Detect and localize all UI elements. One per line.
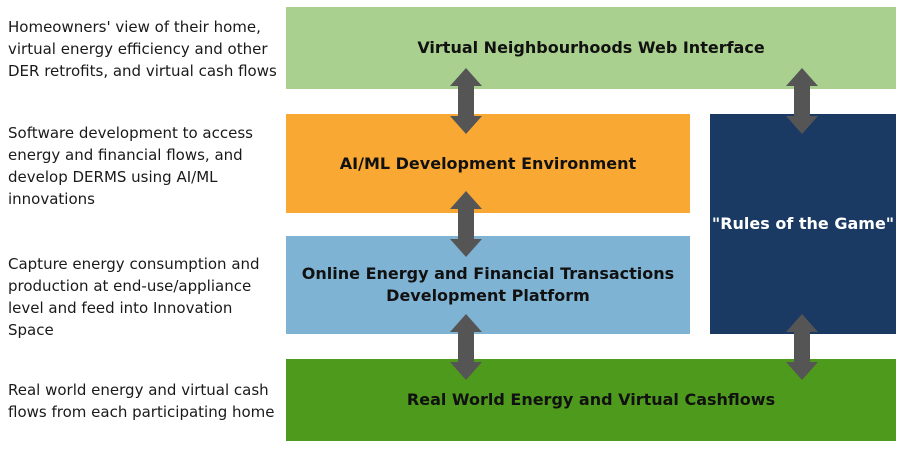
web-interface-box: Virtual Neighbourhoods Web Interface [286,7,896,89]
description-real-world: Real world energy and virtual cash flows… [8,381,275,421]
description-aiml: Software development to access energy an… [8,124,253,208]
description-web-interface: Homeowners' view of their home, virtual … [8,18,277,80]
description-platform: Capture energy consumption and productio… [8,255,260,339]
real-world-cashflows-box: Real World Energy and Virtual Cashflows [286,359,896,441]
transactions-platform-box: Online Energy and Financial Transactions… [286,236,690,334]
aiml-environment-box: AI/ML Development Environment [286,114,690,213]
rules-of-the-game-box: "Rules of the Game" [710,114,896,334]
